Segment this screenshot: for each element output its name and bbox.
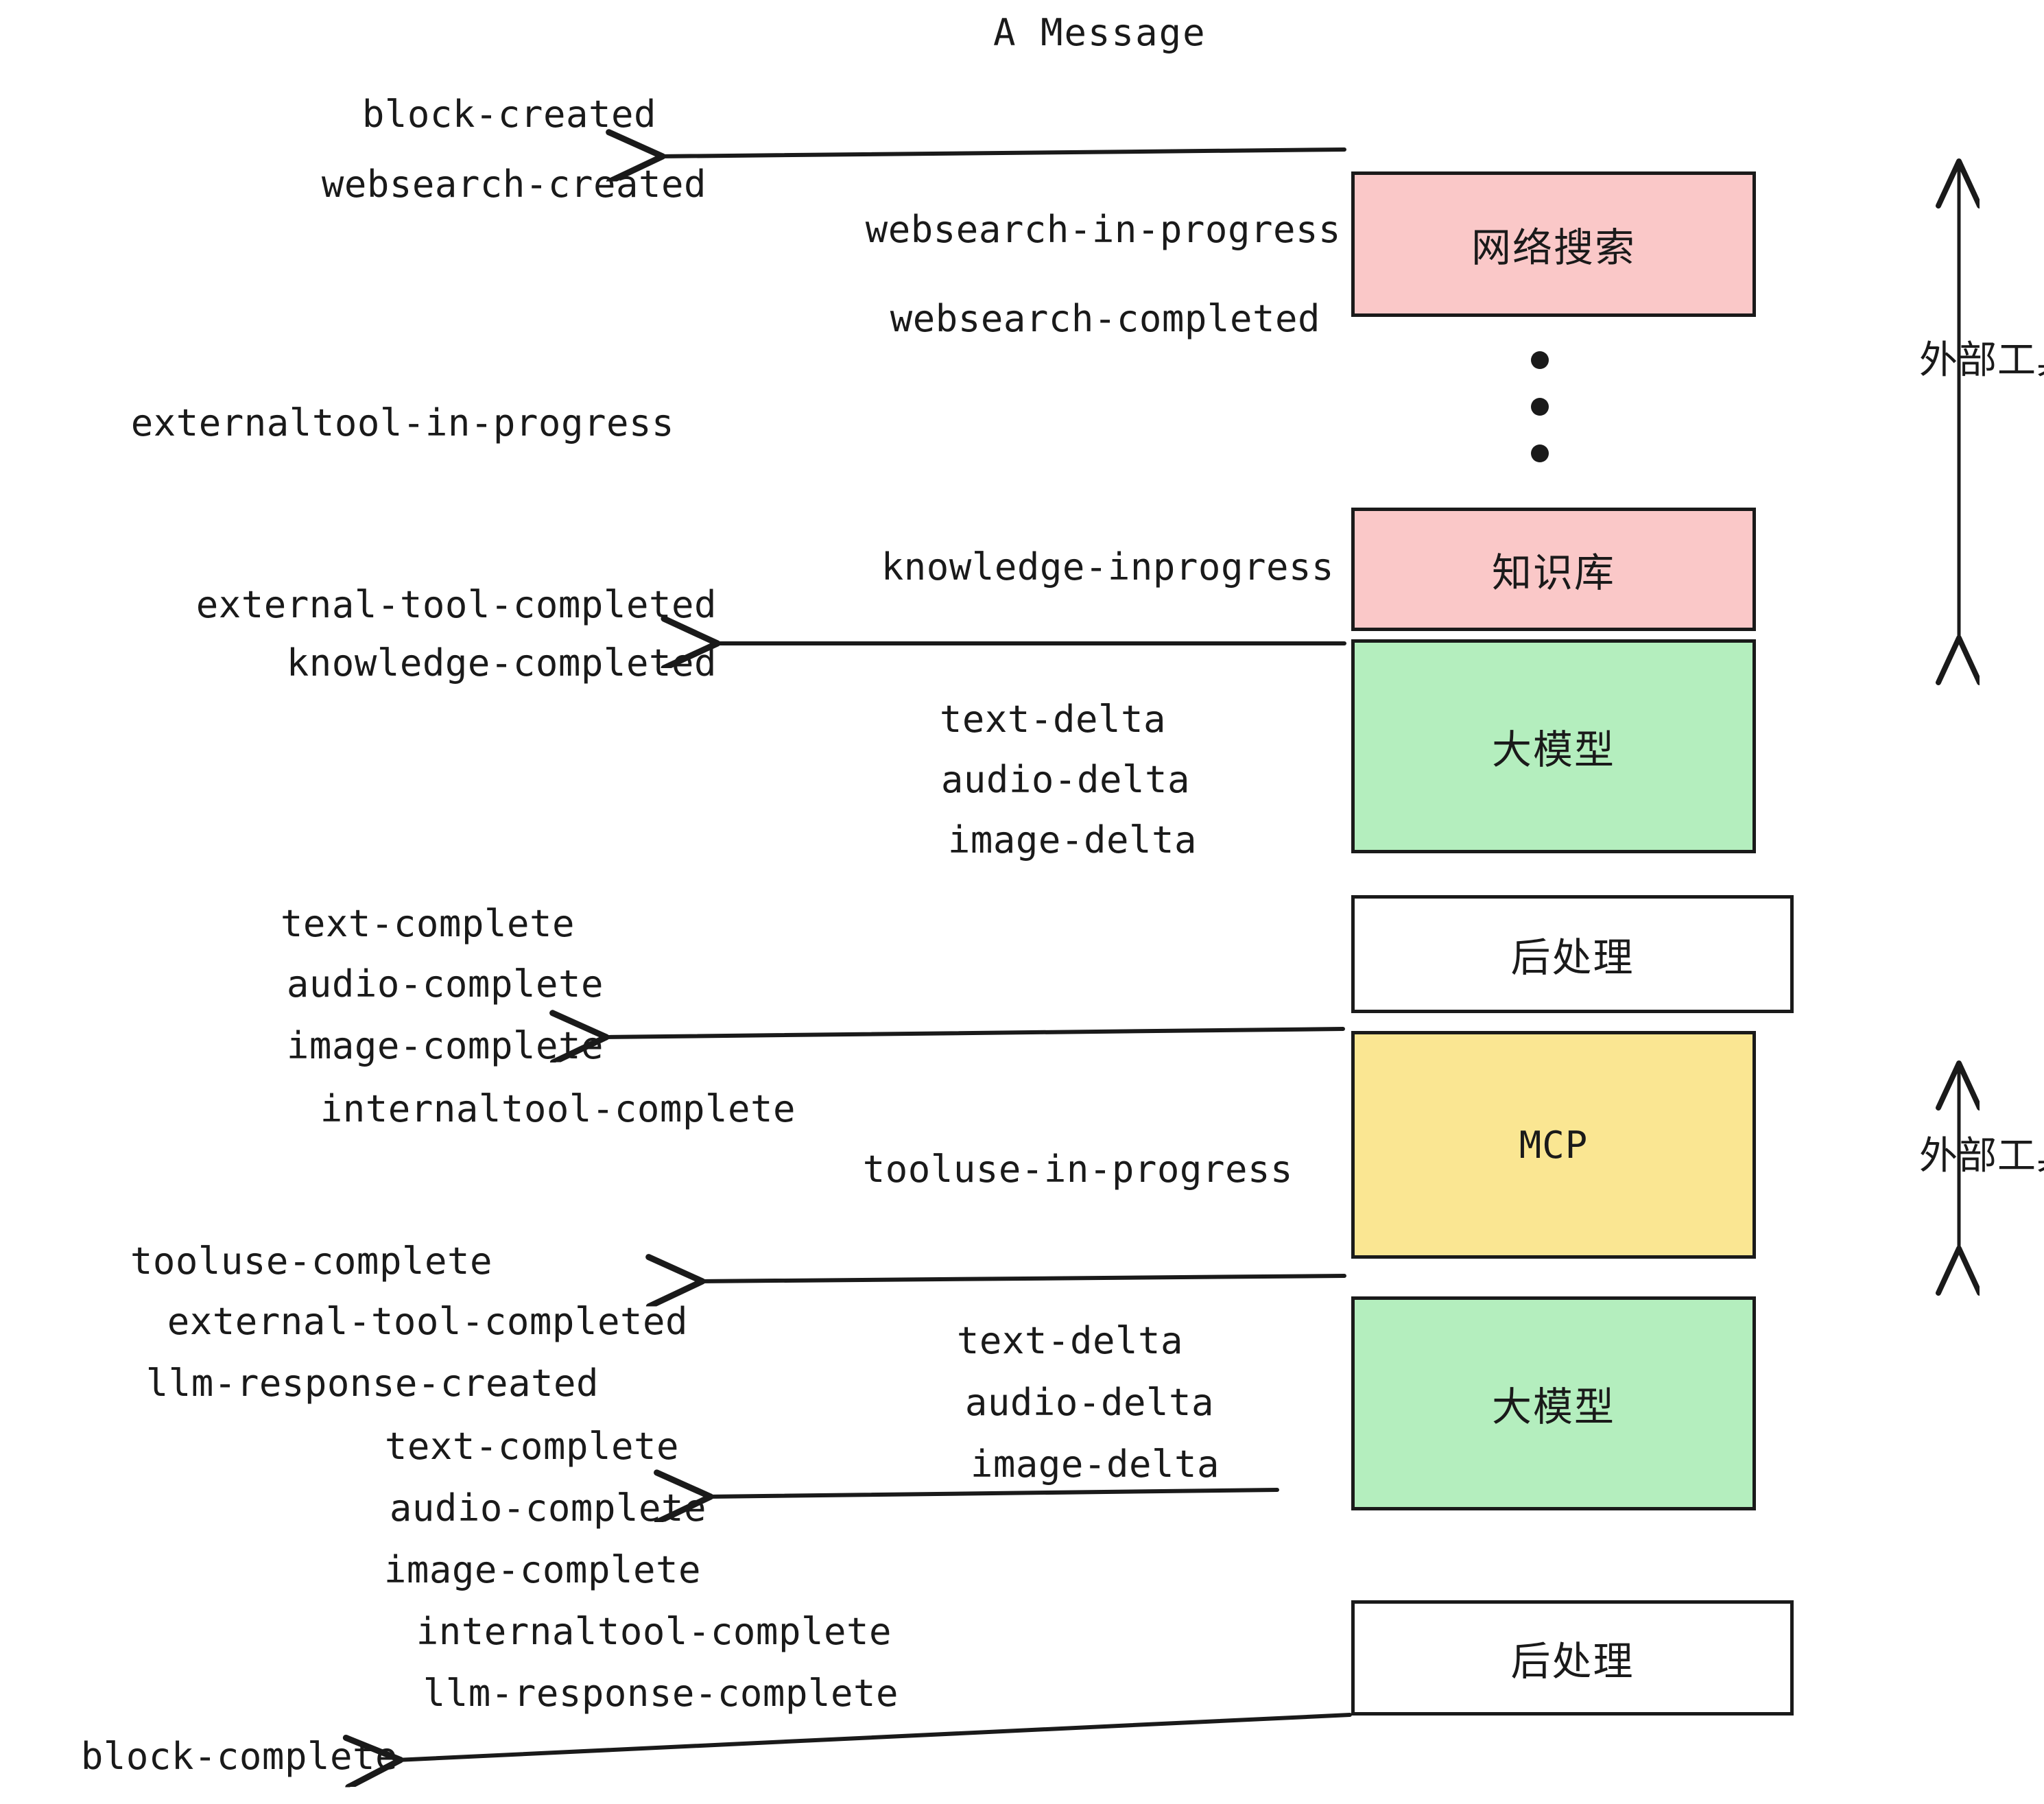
event-label-external-tool-completed: external-tool-completed — [195, 583, 717, 626]
event-label-text-delta-2: text-delta — [956, 1319, 1183, 1362]
node-llm-2: 大模型 — [1351, 1296, 1756, 1510]
event-label-internaltool-complete-1: internaltool-complete — [320, 1087, 796, 1130]
node-llm-1: 大模型 — [1351, 639, 1756, 853]
ellipsis-dot — [1531, 398, 1549, 416]
ellipsis-dot — [1531, 444, 1549, 462]
event-label-audio-delta-1: audio-delta — [940, 758, 1190, 801]
event-label-externaltool-in-progress: externaltool-in-progress — [130, 401, 674, 444]
event-label-tooluse-complete: tooluse-complete — [130, 1239, 492, 1283]
event-label-image-delta-2: image-delta — [970, 1443, 1220, 1486]
node-mcp: MCP — [1351, 1031, 1756, 1259]
event-label-knowledge-inprogress: knowledge-inprogress — [881, 545, 1334, 589]
side-label-external-tool-top: 外部工具 — [1919, 338, 2044, 383]
node-post-2: 后处理 — [1351, 1600, 1794, 1716]
event-label-audio-complete-2: audio-complete — [389, 1486, 706, 1530]
diagram-title: A Message — [993, 11, 1207, 54]
arrow-mcp-to-tooluse-complete — [698, 1276, 1346, 1281]
event-label-websearch-in-progress: websearch-in-progress — [865, 208, 1341, 251]
event-label-websearch-completed: websearch-completed — [890, 297, 1320, 340]
arrow-postprocess-to-image-done — [602, 1029, 1345, 1037]
event-label-image-complete-2: image-complete — [383, 1548, 701, 1591]
node-knowledge: 知识库 — [1351, 508, 1756, 631]
event-label-external-tool-completed-2: external-tool-completed — [167, 1300, 688, 1343]
arrow-postprocess2-to-block-done — [396, 1713, 1352, 1760]
event-label-llm-response-created: llm-response-created — [145, 1362, 599, 1405]
arrow-websearch-to-block-created — [658, 150, 1346, 156]
event-label-websearch-created: websearch-created — [321, 163, 706, 206]
arrow-llm2-to-audio-complete — [706, 1490, 1279, 1497]
event-label-tooluse-in-progress: tooluse-in-progress — [862, 1148, 1293, 1191]
event-label-llm-response-complete: llm-response-complete — [423, 1672, 899, 1715]
ellipsis-dot — [1531, 351, 1549, 369]
node-websearch: 网络搜索 — [1351, 171, 1756, 317]
event-label-audio-complete-1: audio-complete — [286, 962, 604, 1006]
event-label-block-complete: block-complete — [80, 1735, 398, 1778]
event-label-knowledge-completed: knowledge-completed — [286, 641, 717, 685]
event-label-block-created: block-created — [361, 93, 656, 136]
event-label-text-delta-1: text-delta — [939, 698, 1166, 741]
event-label-image-complete-1: image-complete — [286, 1024, 604, 1067]
event-label-text-complete-2: text-complete — [384, 1425, 679, 1468]
event-label-image-delta-1: image-delta — [947, 818, 1197, 862]
node-post-1: 后处理 — [1351, 895, 1794, 1013]
side-label-external-tool-bottom: 外部工具 — [1919, 1134, 2044, 1178]
event-label-audio-delta-2: audio-delta — [964, 1381, 1214, 1424]
event-label-internaltool-complete-2: internaltool-complete — [416, 1610, 892, 1653]
event-label-text-complete-1: text-complete — [280, 902, 575, 945]
